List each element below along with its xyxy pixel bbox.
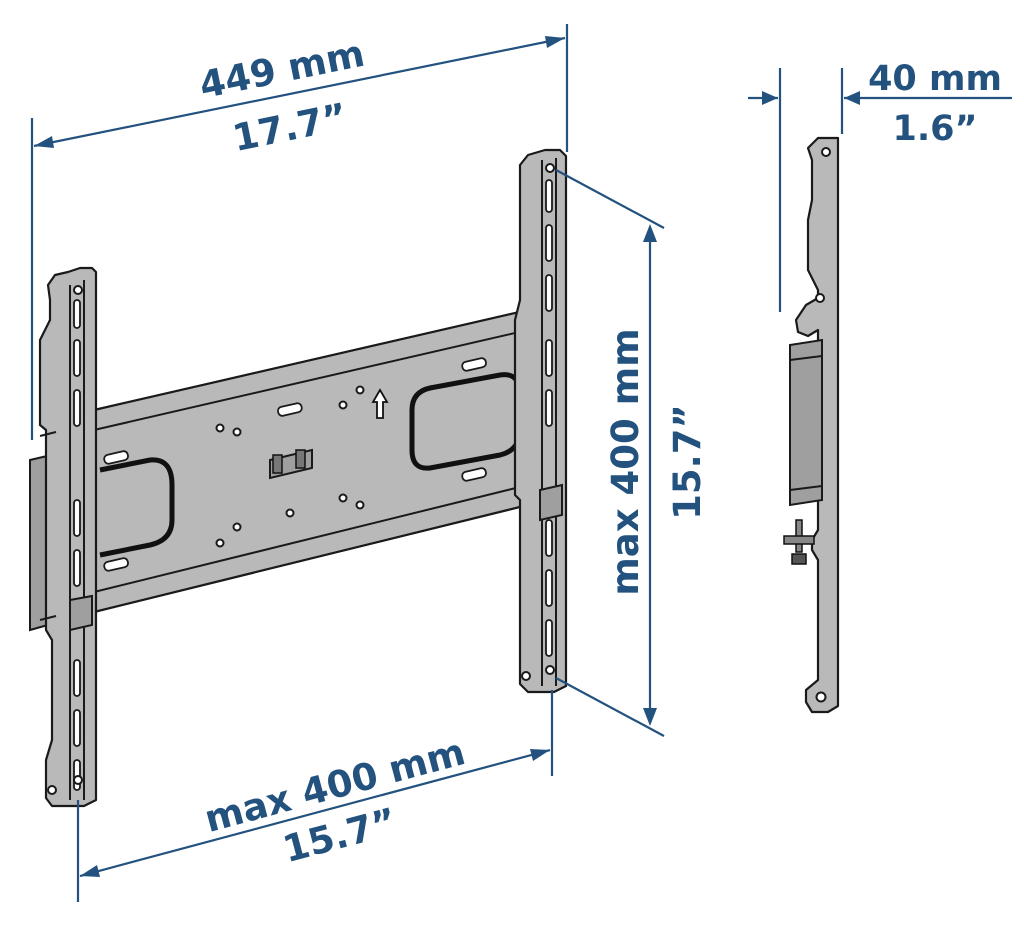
- side-view-profile: [783, 136, 840, 714]
- left-cutout: [99, 457, 175, 558]
- depth-imperial: 1.6”: [892, 109, 977, 149]
- max-vertical-metric: max 400 mm: [604, 328, 647, 596]
- right-vertical-arm: [513, 148, 568, 694]
- wall-plate: [29, 308, 530, 632]
- up-arrow-icon: [371, 388, 389, 419]
- max-vertical-imperial: 15.7”: [666, 404, 709, 520]
- depth-metric: 40 mm: [868, 59, 1002, 99]
- overall-width-imperial: 17.7”: [229, 95, 351, 160]
- left-vertical-arm: [38, 266, 98, 808]
